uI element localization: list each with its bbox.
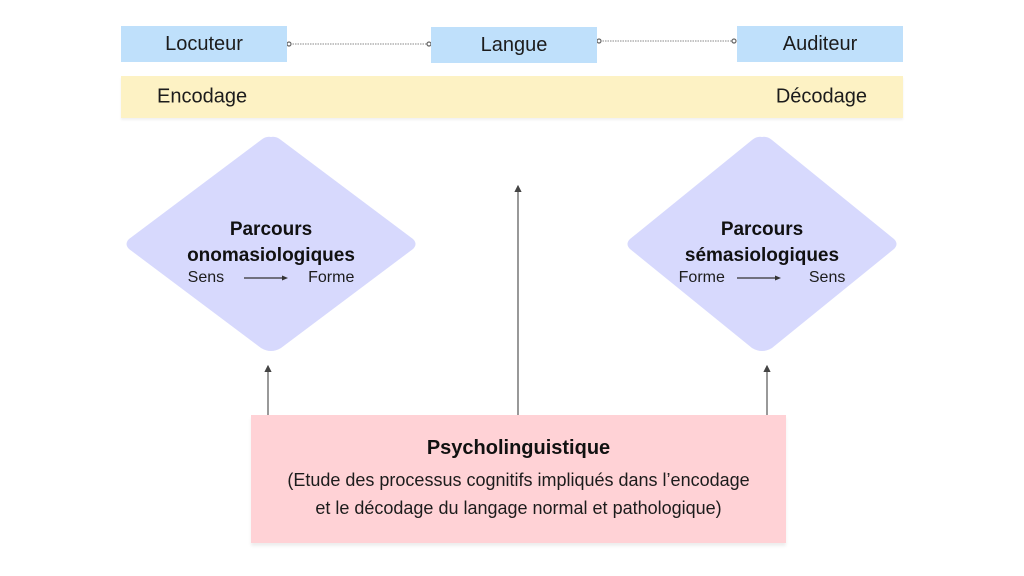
onomasiological-diamond: Parcours onomasiologiques Sens Forme [123,135,419,353]
psycholinguistics-description-line2: et le décodage du langage normal et path… [315,497,722,518]
connector-language-listener [596,38,737,44]
left-flow-from: Sens [187,269,225,286]
encoding-label: Encodage [157,85,248,108]
decoding-label: Décodage [775,85,867,108]
right-diamond-title-line2: sémasiologiques [684,245,840,266]
semasiological-diamond: Parcours sémasiologiques Forme Sens [624,135,900,353]
right-flow-from: Forme [678,269,725,286]
language-box: Langue [431,27,597,63]
diamond-shape [126,136,416,351]
listener-label: Auditeur [782,32,858,55]
arrow-right-icon [736,275,781,281]
connector-speaker-language [286,41,432,47]
right-diamond-flow: Forme Sens [679,269,846,287]
speaker-label: Locuteur [165,32,243,55]
listener-box: Auditeur [737,26,903,62]
left-diamond-flow: Sens Forme [188,269,355,287]
left-diamond-title-line2: onomasiologiques [187,245,355,266]
speaker-box: Locuteur [121,26,287,62]
process-bar: Encodage Décodage [121,76,903,118]
psycholinguistics-box: Psycholinguistique (Etude des processus … [251,415,786,543]
psycholinguistics-title: Psycholinguistique [426,436,611,459]
psycholinguistics-description-line1: (Etude des processus cognitifs impliqués… [287,469,750,490]
left-flow-to: Forme [308,269,355,286]
right-diamond-title-line1: Parcours [720,219,804,240]
language-label: Langue [480,33,548,56]
right-flow-to: Sens [808,269,846,286]
diamond-shape [627,136,897,351]
left-diamond-title-line1: Parcours [229,219,313,240]
arrow-right-icon [244,275,289,281]
